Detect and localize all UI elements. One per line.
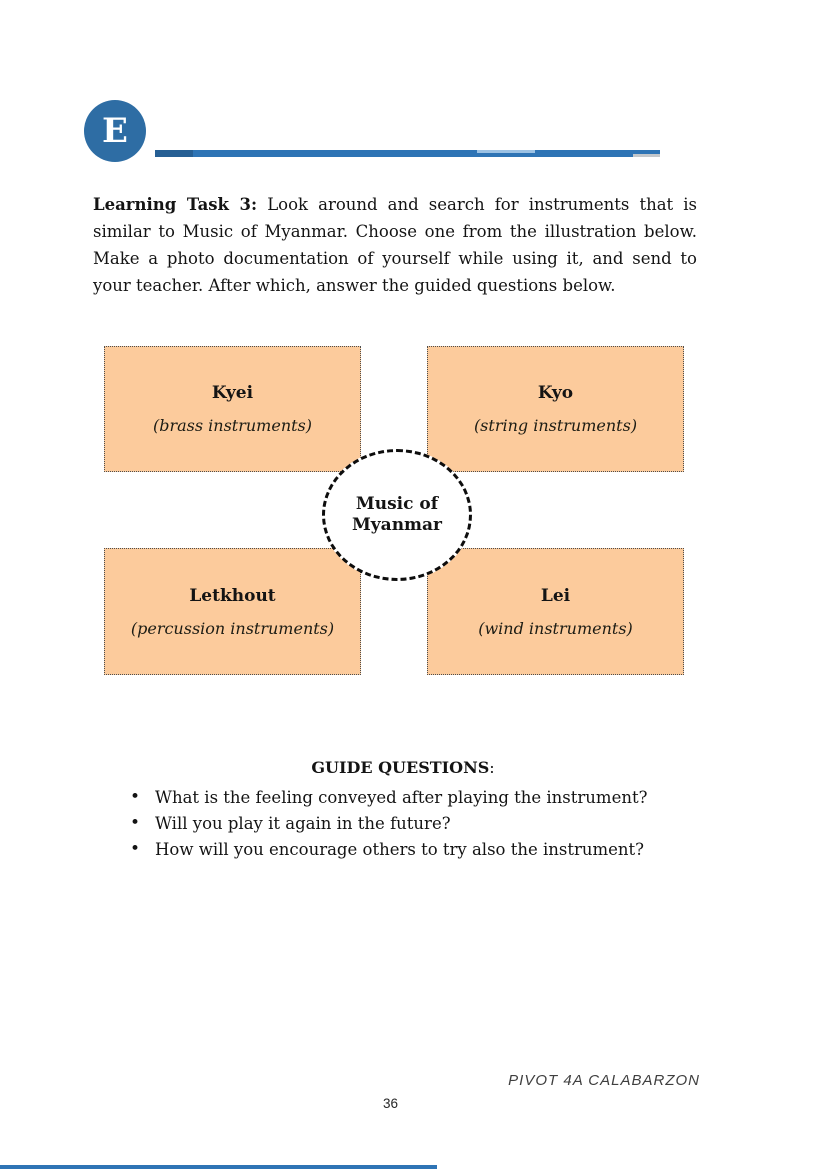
box-subtitle: (brass instruments)	[152, 416, 313, 435]
box-subtitle: (percussion instruments)	[130, 618, 335, 638]
box-title: Kyo	[537, 383, 574, 403]
guide-question-text: How will you encourage others to try als…	[155, 840, 645, 859]
instrument-box-letkhout: Letkhout (percussion instruments)	[104, 548, 361, 675]
instrument-box-lei: Lei (wind instruments)	[427, 548, 684, 675]
center-label-line1: Music of	[355, 494, 439, 514]
learning-task-paragraph: Learning Task 3: Look around and search …	[93, 191, 697, 299]
page-number: 36	[383, 1096, 399, 1111]
instrument-box-kyo: Kyo (string instruments)	[427, 346, 684, 472]
header-rule-dark-segment	[155, 150, 193, 157]
footer-brand: PIVOT 4A CALABARZON	[508, 1072, 700, 1089]
bullet-icon: •	[130, 839, 141, 859]
guide-questions-list: • What is the feeling conveyed after pla…	[128, 787, 694, 866]
guide-questions-heading-colon: :	[489, 758, 495, 777]
center-label-line2: Myanmar	[351, 515, 443, 535]
learning-task-label: Learning Task 3:	[93, 194, 258, 214]
box-subtitle: (string instruments)	[473, 416, 638, 435]
learning-task-body: Look around and search for instruments t…	[93, 194, 697, 295]
box-title: Letkhout	[189, 585, 276, 606]
header-rule-gray-segment	[633, 154, 660, 157]
box-title: Lei	[540, 585, 571, 606]
guide-question-item: • Will you play it again in the future?	[128, 813, 694, 834]
bullet-icon: •	[130, 787, 141, 807]
guide-questions-heading-text: GUIDE QUESTIONS	[311, 758, 490, 777]
instrument-box-kyei: Kyei (brass instruments)	[104, 346, 361, 472]
section-e-badge: E	[84, 100, 146, 162]
music-of-myanmar-circle: Music of Myanmar	[322, 449, 472, 581]
guide-question-item: • How will you encourage others to try a…	[128, 839, 694, 860]
bullet-icon: •	[130, 813, 141, 833]
box-title: Kyei	[211, 383, 254, 403]
badge-letter: E	[102, 111, 128, 151]
guide-question-item: • What is the feeling conveyed after pla…	[128, 787, 694, 808]
guide-question-text: What is the feeling conveyed after playi…	[155, 788, 648, 807]
guide-question-text: Will you play it again in the future?	[155, 814, 451, 833]
header-rule	[155, 150, 660, 157]
header-rule-light-segment	[477, 150, 535, 153]
guide-questions-heading: GUIDE QUESTIONS:	[93, 758, 713, 777]
box-subtitle: (wind instruments)	[478, 618, 633, 638]
bottom-page-rule	[0, 1165, 437, 1169]
